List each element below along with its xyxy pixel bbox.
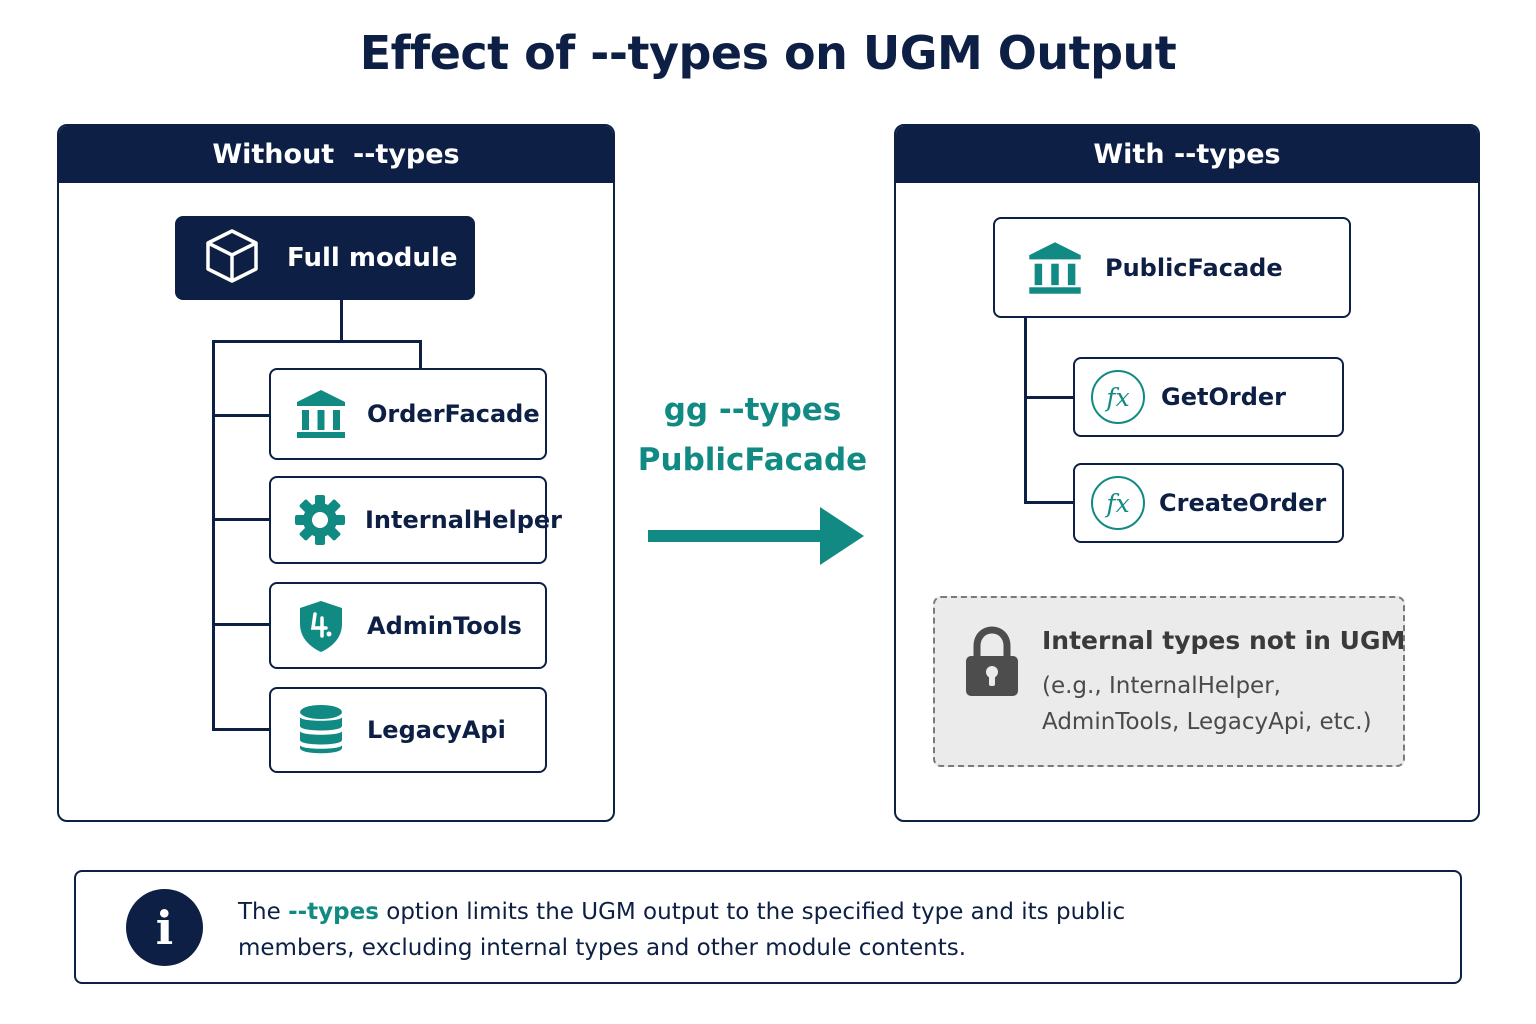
type-box-internalhelper: InternalHelper bbox=[269, 476, 562, 564]
function-icon: fx bbox=[1091, 476, 1145, 530]
root-type-box-publicfacade: PublicFacade bbox=[993, 217, 1351, 318]
connector bbox=[212, 623, 270, 626]
diagram-title: Effect of --types on UGM Output bbox=[359, 26, 1177, 80]
type-box-orderfacade: OrderFacade bbox=[269, 368, 547, 460]
cube-icon bbox=[203, 227, 261, 289]
full-module-box: Full module bbox=[175, 216, 475, 300]
database-icon bbox=[293, 704, 349, 756]
type-label: InternalHelper bbox=[365, 506, 562, 534]
type-box-legacyapi: LegacyApi bbox=[269, 687, 547, 773]
connector bbox=[419, 340, 422, 370]
info-text: The --types option limits the UGM output… bbox=[238, 899, 1126, 961]
bank-icon bbox=[1025, 238, 1085, 298]
full-module-label: Full module bbox=[287, 243, 458, 273]
excluded-title: Internal types not in UGM bbox=[1042, 626, 1406, 655]
connector bbox=[212, 414, 270, 417]
member-box-createorder: fx CreateOrder bbox=[1073, 463, 1344, 543]
type-box-admintools: AdminTools bbox=[269, 582, 547, 669]
types-option-highlight: --types bbox=[288, 899, 379, 925]
member-box-getorder: fx GetOrder bbox=[1073, 357, 1344, 437]
lock-icon bbox=[966, 626, 1018, 696]
excluded-types-box: Internal types not in UGM (e.g., Interna… bbox=[933, 596, 1405, 767]
excluded-description: (e.g., InternalHelper, AdminTools, Legac… bbox=[1042, 673, 1372, 735]
bank-icon bbox=[293, 386, 349, 442]
type-label: AdminTools bbox=[367, 611, 522, 640]
without-types-header: Without --types bbox=[59, 126, 613, 183]
connector bbox=[340, 300, 343, 342]
root-type-label: PublicFacade bbox=[1105, 253, 1283, 282]
function-icon: fx bbox=[1091, 370, 1145, 424]
shield-icon bbox=[293, 598, 349, 654]
member-label: GetOrder bbox=[1161, 383, 1286, 411]
info-icon: i bbox=[126, 889, 203, 966]
connector bbox=[1024, 396, 1074, 399]
connector bbox=[212, 340, 215, 731]
member-label: CreateOrder bbox=[1159, 489, 1327, 517]
info-note: i The --types option limits the UGM outp… bbox=[74, 870, 1462, 984]
connector bbox=[212, 340, 422, 343]
command-line-2: PublicFacade bbox=[637, 442, 868, 478]
gear-icon bbox=[293, 493, 347, 547]
type-label: LegacyApi bbox=[367, 716, 506, 744]
connector bbox=[212, 518, 270, 521]
transform-arrow bbox=[648, 507, 864, 565]
command-line-1: gg --types bbox=[663, 392, 842, 428]
type-label: OrderFacade bbox=[367, 400, 540, 428]
connector bbox=[1024, 501, 1074, 504]
with-types-header: With --types bbox=[896, 126, 1478, 183]
connector bbox=[1024, 318, 1027, 503]
connector bbox=[212, 728, 270, 731]
